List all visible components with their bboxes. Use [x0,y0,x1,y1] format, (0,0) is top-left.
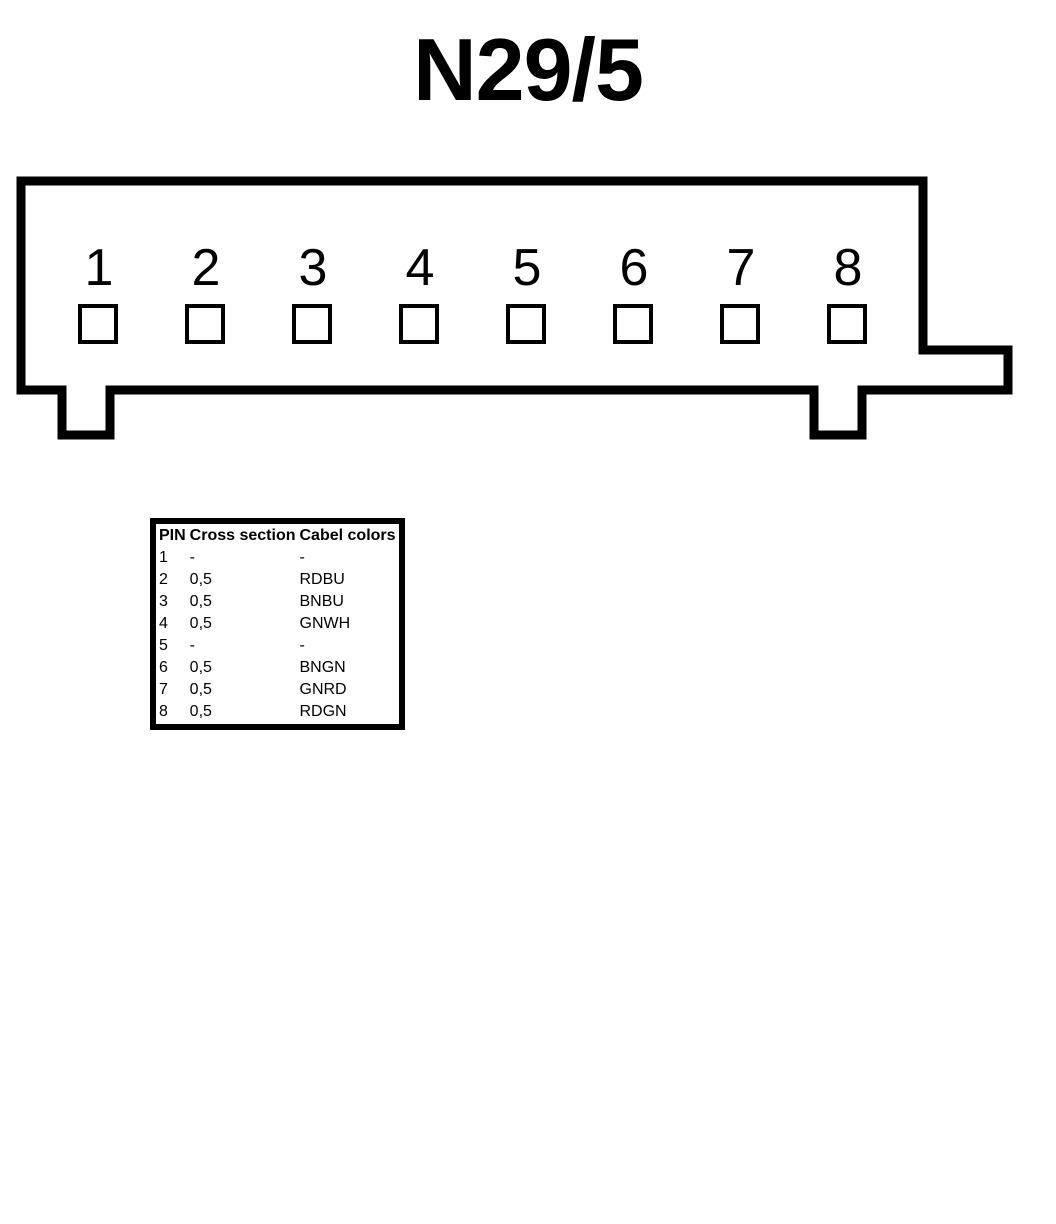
pin-label-6: 6 [619,239,649,297]
table-header: PIN Cross section Cabel colors [158,526,397,546]
pin-socket-8 [827,304,867,344]
pinout-table-container: PIN Cross section Cabel colors 1 - - 2 [150,518,405,730]
pin-socket-2 [185,304,225,344]
column-header-cross-section-line-1: Cross [189,527,236,544]
cell-pin: 2 [159,571,168,588]
cell-cable-colors: - [299,549,305,566]
cell-cross-section: 0,5 [189,681,212,698]
pin-label-3: 3 [298,239,328,297]
cell-cross-section: 0,5 [189,703,212,720]
pin-label-4: 4 [405,239,435,297]
pin-label-7: 7 [726,239,756,297]
pinout-table: PIN Cross section Cabel colors 1 - - 2 [150,518,405,730]
cell-cable-colors: - [299,637,305,654]
pin-socket-5 [506,304,546,344]
table-row: 4 0,5 GNWH [158,614,397,634]
header-row: PIN Cross section Cabel colors [158,526,397,546]
cell-cross-section: 0,5 [189,571,212,588]
column-header-pin-line-1: PIN [159,527,186,544]
cell-pin: 5 [159,637,168,654]
cell-pin: 6 [159,659,168,676]
cell-cable-colors: GNWH [299,615,351,632]
connector-diagram: 1 2 3 4 5 6 7 8 [12,172,1022,447]
table-row: 3 0,5 BNBU [158,592,397,612]
column-header-pin: PIN [158,526,187,546]
table-row: 1 - - [158,548,397,568]
cell-cross-section: 0,5 [189,659,212,676]
cell-cable-colors: RDGN [299,703,347,720]
table-row: 5 - - [158,636,397,656]
cell-pin: 4 [159,615,168,632]
cell-cross-section: - [189,637,195,654]
table-row: 2 0,5 RDBU [158,570,397,590]
connector-outline-shape [16,176,1013,440]
cell-cable-colors: BNGN [299,659,346,676]
column-header-cross-section: Cross section [189,526,297,546]
table-row: 8 0,5 RDGN [158,702,397,722]
cell-pin: 1 [159,549,168,566]
cell-pin: 3 [159,593,168,610]
column-header-cable-colors-line-1: Cabel [299,527,344,544]
cell-cross-section: 0,5 [189,615,212,632]
pin-label-5: 5 [512,239,542,297]
page-title: N29/5 [413,20,644,119]
pin-socket-1 [78,304,118,344]
cell-cross-section: 0,5 [189,593,212,610]
pin-socket-6 [613,304,653,344]
cell-cross-section: - [189,549,195,566]
column-header-cross-section-line-2: section [239,527,296,544]
table-row: 7 0,5 GNRD [158,680,397,700]
pin-label-2: 2 [191,239,221,297]
pin-socket-4 [399,304,439,344]
cell-cable-colors: GNRD [299,681,347,698]
table-row: 6 0,5 BNGN [158,658,397,678]
table-body: 1 - - 2 0,5 RDBU 3 0,5 BNBU 4 0,5 GNWH 5 [158,548,397,722]
cell-cable-colors: BNBU [299,593,344,610]
cell-pin: 7 [159,681,168,698]
pin-socket-3 [292,304,332,344]
column-header-cable-colors-line-2: colors [347,527,396,544]
pin-label-8: 8 [833,239,863,297]
cell-pin: 8 [159,703,168,720]
cell-cable-colors: RDBU [299,571,345,588]
column-header-cable-colors: Cabel colors [299,526,397,546]
pin-label-1: 1 [84,239,114,297]
pin-socket-7 [720,304,760,344]
